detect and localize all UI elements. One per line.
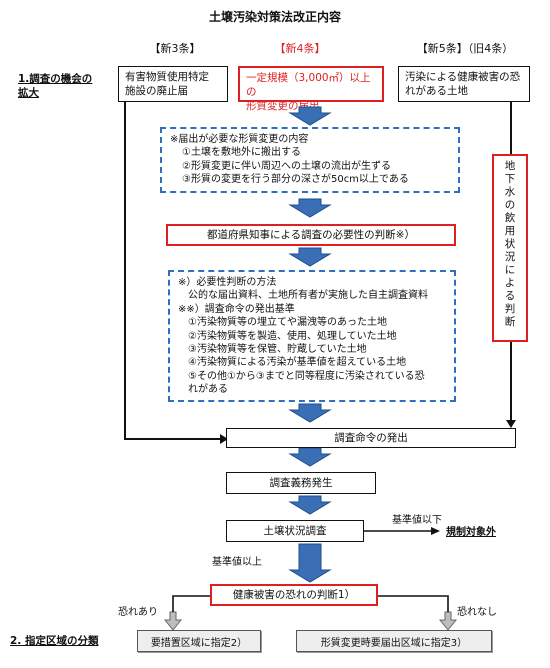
box-soil-survey: 土壌状況調査 [226,520,364,542]
label-above-standard: 基準値以上 [212,557,262,568]
notification-item-3: ③形質の変更を行う部分の深さが50cm以上である [182,174,409,186]
box-zone-measures-required: 要措置区域に指定2） [137,630,261,652]
branch-line-right [378,595,449,612]
label-below-standard: 基準値以下 [392,515,442,526]
soil-survey-text: 土壌状況調査 [263,525,327,537]
box-facility-abolition-line1: 有害物質使用特定 [125,71,209,83]
box-notification-contents: ※届出が必要な形質変更の内容 ①土壌を敷地外に搬出する ②形質変更に伴い周辺への… [160,127,460,193]
page-title: 土壌汚染対策法改正内容 [208,10,341,24]
box-land-alteration-notice: 一定規模（3,000㎡）以上の 形質変更の届出 [238,66,384,112]
necessity-line-2: 公的な届出資料、土地所有者が実施した自主調査資料 [178,290,428,302]
connector-art3-arrowhead [220,434,228,444]
box-health-risk-line2: れがある土地 [405,85,468,97]
survey-order-text: 調査命令の発出 [334,432,408,444]
necessity-line-9: れがある [178,384,228,396]
notification-item-1: ①土壌を敷地外に搬出する [182,147,301,159]
flow-arrow-4 [288,403,332,423]
connector-art5-arrowhead [506,420,516,428]
necessity-line-6: ③汚染物質等を保管、貯蔵していた土地 [178,344,367,356]
health-risk-judgment-text: 健康被害の恐れの判断1） [232,589,356,601]
branch-line-left [172,595,210,612]
flow-arrow-5 [288,447,332,467]
box-necessity-method: ※）必要性判断の方法 公的な届出資料、土地所有者が実施した自主調査資料 ※※）調… [168,270,456,402]
box-health-risk-judgment: 健康被害の恐れの判断1） [210,584,378,606]
box-prefecture-judgment: 都道府県知事による調査の必要性の判断※） [166,224,456,246]
necessity-line-8: ⑤その他①から③までと同等程度に汚染されている恐 [178,370,425,382]
label-not-regulated: 規制対象外 [446,527,496,538]
label-risk-no: 恐れなし [457,607,497,618]
connector-art3-horizontal [124,438,224,440]
box-zone-notify-alteration: 形質変更時要届出区域に指定3） [296,630,492,652]
necessity-line-4: ①汚染物質等の埋立てや漏洩等のあった土地 [178,317,387,329]
box-health-risk-line1: 汚染による健康被害の恐 [405,71,521,83]
header-article4: 【新4条】 [274,42,326,55]
necessity-line-3: ※※）調査命令の発出基準 [178,303,295,315]
gray-arrow-left [163,611,183,631]
notification-item-2: ②形質変更に伴い周辺への土壌の流出が生ずる [182,160,391,172]
box-facility-abolition-line2: 施設の廃止届 [125,85,188,97]
label-expansion-line2: 拡大 [18,87,39,99]
label-designation: 2. 指定区域の分類 [10,635,99,647]
notification-contents-heading: ※届出が必要な形質変更の内容 [170,134,309,145]
flow-arrow-7 [288,543,332,583]
flow-arrow-3 [288,247,332,267]
zone-notify-alteration-text: 形質変更時要届出区域に指定3） [320,637,468,649]
box-land-alteration-line2: 形質変更の届出 [246,100,320,112]
box-land-alteration-line1: 一定規模（3,000㎡）以上の [246,72,371,98]
connector-art5-bottom [510,342,512,422]
label-expansion-line1: 1.調査の機会の [18,73,93,85]
necessity-line-5: ②汚染物質等を製造、使用、処理していた土地 [178,330,397,342]
gray-arrow-right [438,611,458,631]
connector-art3-vertical [124,102,126,440]
connector-art5-top [510,102,512,154]
arrowhead-not-regulated [431,527,440,535]
box-survey-duty: 調査義務発生 [226,472,376,494]
box-survey-order: 調査命令の発出 [226,428,516,448]
survey-duty-text: 調査義務発生 [269,477,333,489]
necessity-line-1: ※）必要性判断の方法 [178,277,277,288]
label-expansion: 1.調査の機会の 拡大 [18,72,118,100]
groundwater-judgment-text: 地下水の飲用状況による判断 [504,160,516,328]
label-risk-yes: 恐れあり [118,607,158,618]
header-article5: 【新5条】（旧4条） [416,42,514,55]
box-groundwater-judgment: 地下水の飲用状況による判断 [492,154,528,342]
box-facility-abolition: 有害物質使用特定 施設の廃止届 [118,66,228,102]
header-article3: 【新3条】 [149,42,201,55]
box-health-risk-land: 汚染による健康被害の恐 れがある土地 [398,66,530,102]
prefecture-judgment-text: 都道府県知事による調査の必要性の判断※） [207,229,415,241]
flow-arrow-2 [288,198,332,218]
zone-measures-required-text: 要措置区域に指定2） [150,637,248,649]
flow-arrow-6 [288,495,332,515]
necessity-line-7: ④汚染物質による汚染が基準値を超えている土地 [178,357,407,369]
